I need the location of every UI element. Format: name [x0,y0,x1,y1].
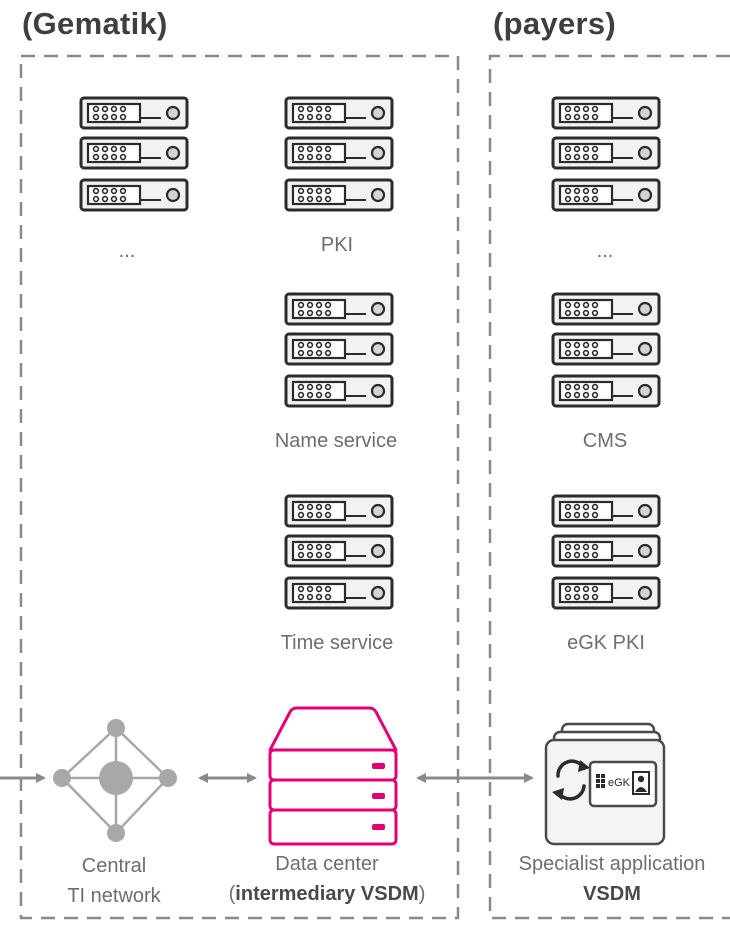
network-icon [53,719,177,842]
egk-pki-label: eGK PKI [567,632,645,654]
data-center-role: intermediary VSDM [235,883,419,905]
server-label-ellipsis-gematik: ... [118,240,136,262]
data-center-paren-open: ( [228,883,236,905]
gematik-group-box [19,54,460,920]
payers-heading: (payers) [493,6,617,41]
specialist-app-line1: Specialist application [518,853,706,875]
egk-card-text: eGK [608,777,631,789]
specialist-app-label: Specialist application VSDM [519,849,706,909]
server-label-ellipsis-payers: ... [596,240,614,262]
specialist-app-icon: eGK [544,722,666,846]
payers-group-box [488,54,730,920]
data-center-line1: Data center [275,853,379,875]
central-network-label: Central TI network [67,851,160,911]
name-service-label: Name service [274,430,398,452]
data-center-icon [268,706,398,846]
data-center-paren-close: ) [418,883,426,905]
time-service-label: Time service [280,632,394,654]
data-center-label: Data center (intermediary VSDM) [229,849,426,909]
cms-label: CMS [582,430,628,452]
pki-label: PKI [320,234,354,256]
gematik-heading: (Gematik) [22,6,168,41]
specialist-app-vsdm: VSDM [583,883,641,905]
central-network-line1: Central [81,855,147,877]
central-network-line2: TI network [67,885,161,907]
data-center-line2: (intermediary VSDM) [229,879,426,909]
